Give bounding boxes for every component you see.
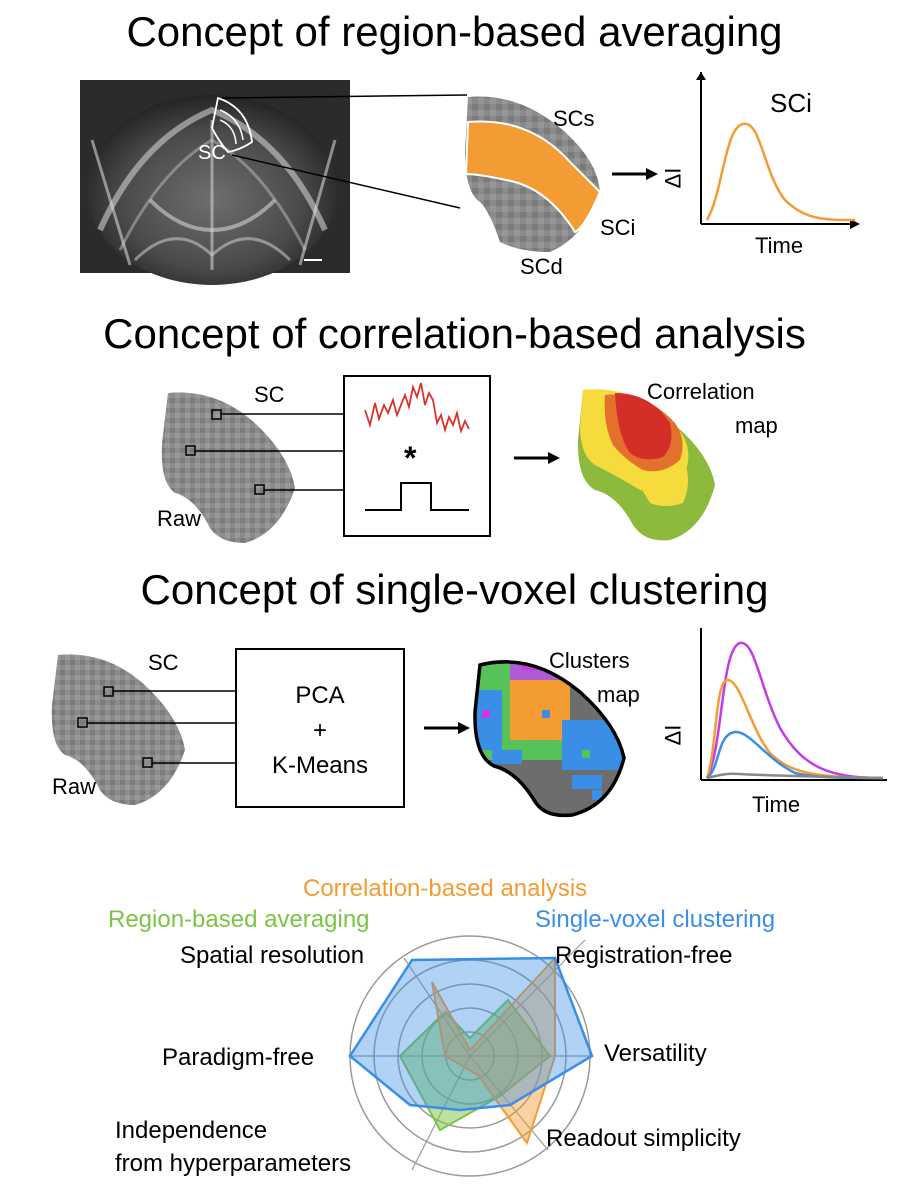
raw-label-3: Raw — [52, 774, 97, 799]
section3-title: Concept of single-voxel clustering — [140, 566, 769, 613]
axis-registration-free: Registration-free — [555, 942, 733, 969]
arrow-1 — [612, 168, 658, 180]
connector-lines-3 — [87, 690, 236, 764]
section2-title: Concept of correlation-based analysis — [103, 310, 806, 357]
sci-plot-xlabel: Time — [755, 233, 804, 258]
section1-title: Concept of region-based averaging — [126, 8, 783, 55]
sc-zoom-shape — [464, 96, 602, 252]
correlation-signals — [364, 382, 470, 511]
clusters-plot-xlabel: Time — [752, 792, 801, 817]
scs-label: SCs — [553, 106, 595, 131]
axis-versatility: Versatility — [604, 1040, 707, 1067]
legend-region: Region-based averaging — [108, 906, 370, 933]
brain-sc-label: SC — [198, 142, 226, 164]
sc-label-3: SC — [148, 650, 179, 675]
axis-independence-line1: Independence — [115, 1117, 268, 1144]
correlation-map-shape — [577, 389, 715, 541]
sci-plot-title: SCi — [770, 88, 812, 118]
correlation-map-label-line2: map — [735, 413, 778, 438]
clusters-map-shape — [473, 660, 626, 818]
clusters-map-label-line1: Clusters — [549, 648, 630, 673]
convolution-symbol: * — [404, 440, 417, 476]
method-line2: + — [312, 717, 327, 744]
legend-correlation: Correlation-based analysis — [303, 875, 588, 902]
method-line1: PCA — [295, 682, 345, 709]
correlation-map-label-line1: Correlation — [647, 379, 755, 404]
sci-plot — [696, 72, 860, 229]
clusters-plot — [700, 628, 887, 781]
axis-independence-line2: from hyperparameters — [115, 1150, 352, 1177]
sci-label: SCi — [600, 215, 636, 240]
axis-paradigm-free: Paradigm-free — [162, 1044, 315, 1071]
raw-label-2: Raw — [157, 506, 202, 531]
axis-readout-simplicity: Readout simplicity — [546, 1125, 741, 1152]
method-line3: K-Means — [271, 752, 369, 779]
sc-label-2: SC — [254, 382, 285, 407]
clusters-map-label-line2: map — [597, 682, 640, 707]
connector-lines-2 — [194, 413, 344, 491]
zoom-lines — [221, 94, 468, 209]
arrow-2 — [514, 452, 560, 464]
scd-label: SCd — [520, 254, 563, 279]
brain-mri-image — [80, 80, 350, 285]
axis-spatial-resolution: Spatial resolution — [180, 942, 365, 969]
legend-clustering: Single-voxel clustering — [535, 906, 776, 933]
raw-sc-shape — [161, 392, 295, 543]
arrow-3 — [424, 722, 470, 734]
pca-kmeans-box: PCA + K-Means — [235, 648, 405, 808]
